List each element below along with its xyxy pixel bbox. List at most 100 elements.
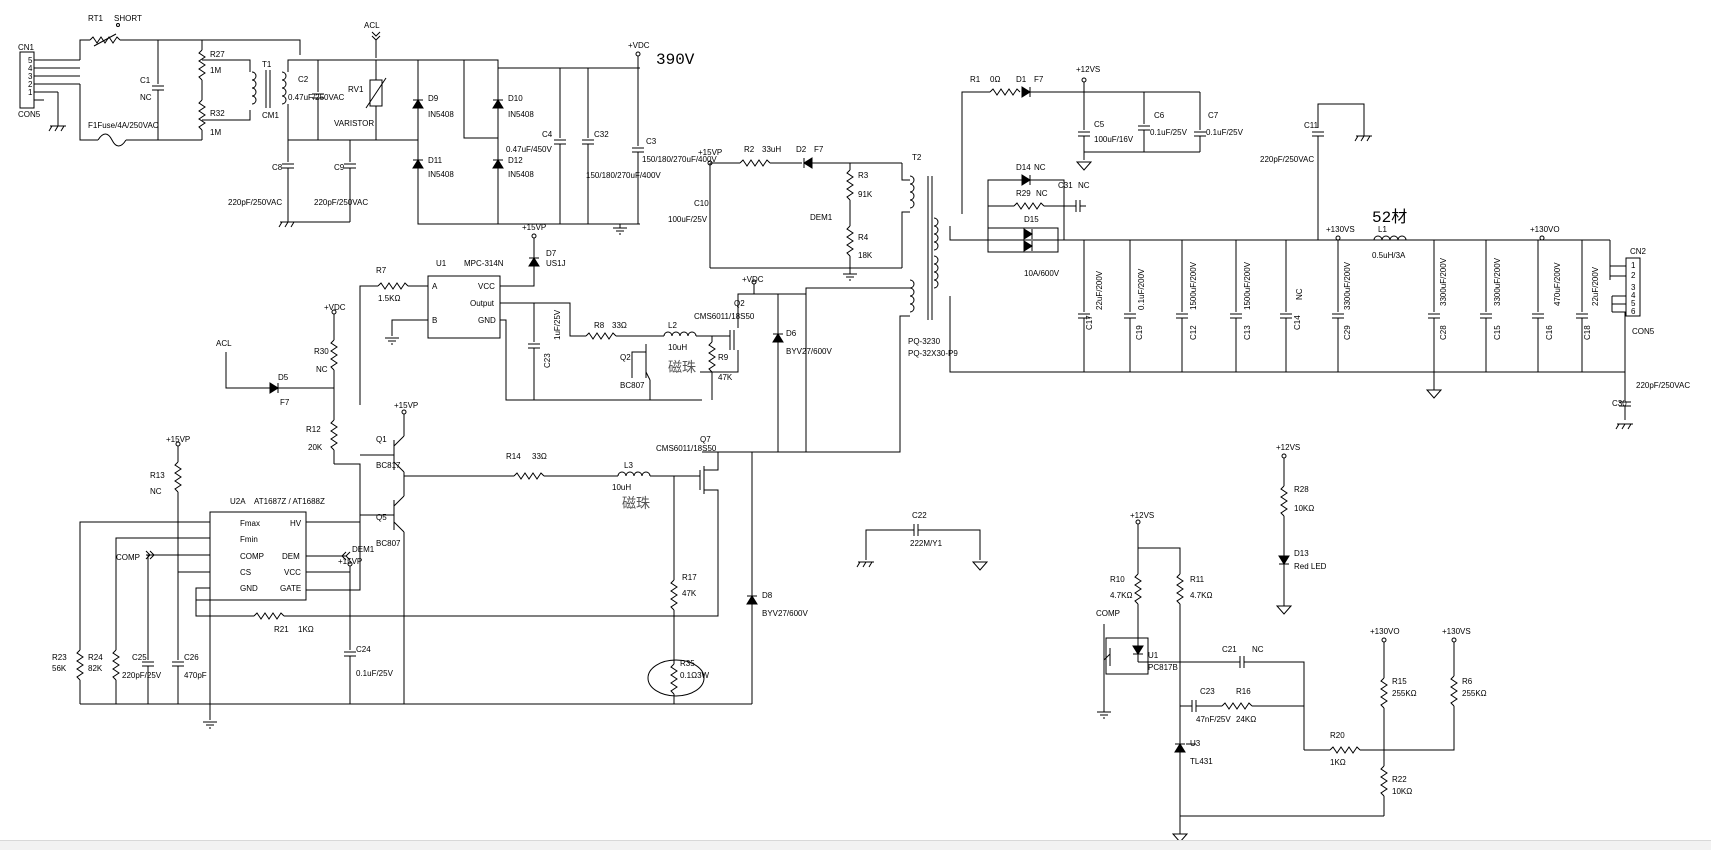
l2-value: 10uH — [668, 343, 687, 352]
c12-value: 1500uF/200V — [1189, 261, 1198, 310]
t2-label: T2 — [912, 153, 922, 162]
r27-label: R27 — [210, 50, 225, 59]
vdc3-label: +VDC — [324, 303, 346, 312]
r27-value: 1M — [210, 66, 221, 75]
rectifier-d15-network: D14 NC R29 NC C31 NC D15 10A/600V — [987, 163, 1090, 278]
d11-value: IN5408 — [428, 170, 454, 179]
l3-value: 10uH — [612, 483, 631, 492]
d10-label: D10 — [508, 94, 523, 103]
bridge-rectifier: D9 IN5408 D10 IN5408 D11 IN5408 D12 IN54… — [380, 59, 534, 225]
c28-value: 3300uF/200V — [1439, 257, 1448, 306]
r10-label: R10 — [1110, 575, 1125, 584]
d10-value: IN5408 — [508, 110, 534, 119]
pq1-label: PQ-3230 — [908, 337, 941, 346]
u1-pin-gnd: GND — [478, 316, 496, 325]
c31-value: NC — [1078, 181, 1090, 190]
svg-text:3: 3 — [1631, 283, 1636, 292]
c10-label: C10 — [694, 199, 709, 208]
c23-value: 1uF/25V — [553, 309, 562, 340]
d2-label: D2 — [796, 145, 807, 154]
p12vs2-label: +12VS — [1276, 443, 1300, 452]
d5-value: F7 — [280, 398, 290, 407]
p15vp2-label: +15VP — [522, 223, 546, 232]
r11-value: 4.7KΩ — [1190, 591, 1212, 600]
d8-label: D8 — [762, 591, 773, 600]
startup-network: +VDC R30 NC ACL D5 F7 R12 20K — [216, 303, 361, 540]
status-bar — [0, 840, 1711, 850]
d7-label: D7 — [546, 249, 557, 258]
cn2-label: CN2 — [1630, 247, 1647, 256]
l1-label: L1 — [1378, 225, 1387, 234]
r14-label: R14 — [506, 452, 521, 461]
c2-value: 0.47uF/250VAC — [288, 93, 345, 102]
pq2-label: PQ-32X30-P9 — [908, 349, 958, 358]
u1-pin-vcc: VCC — [478, 282, 495, 291]
r14-value: 33Ω — [532, 452, 547, 461]
cn1-label: CN1 — [18, 43, 35, 52]
feedback-loop: +12VS R10 4.7KΩ R11 4.7KΩ COMP U1 PC817B… — [1096, 511, 1384, 843]
c13-value: 1500uF/200V — [1243, 261, 1252, 310]
d9-value: IN5408 — [428, 110, 454, 119]
c3-label: C3 — [646, 137, 657, 146]
c23-label: C23 — [543, 353, 552, 368]
f7-label-d2: F7 — [814, 145, 824, 154]
voltage-divider: +130VO R15 255KΩ +130VS R6 255KΩ R22 10K… — [1180, 627, 1487, 817]
r15-value: 255KΩ — [1392, 689, 1417, 698]
u2-pin-fmin: Fmin — [240, 535, 258, 544]
c22-label: C22 — [912, 511, 927, 520]
short-label: SHORT — [114, 14, 142, 23]
c4-label: C4 — [542, 130, 553, 139]
transformer-t2: T2 PQ-3230 PQ-32X30-P9 — [702, 153, 1625, 453]
q2b-label: Q2 — [734, 299, 745, 308]
r11-label: R11 — [1190, 575, 1205, 584]
c32-label: C32 — [594, 130, 609, 139]
svg-text:2: 2 — [1631, 271, 1636, 280]
d6-value: BYV27/600V — [786, 347, 832, 356]
r29-label: R29 — [1016, 189, 1031, 198]
common-mode-choke-t1: T1 CM1 C2 0.47uF/250VAC — [251, 59, 380, 141]
u1opt-label: U1 — [1148, 651, 1159, 660]
c19-value: 0.1uF/200V — [1137, 268, 1146, 310]
q1-value: BC817 — [376, 461, 401, 470]
svg-text:1: 1 — [28, 88, 33, 97]
r13-label: R13 — [150, 471, 165, 480]
r28-label: R28 — [1294, 485, 1309, 494]
c26-label: C26 — [184, 653, 199, 662]
r21-label: R21 — [274, 625, 289, 634]
c29-value: 3300uF/200V — [1343, 261, 1352, 310]
r3-value: 91K — [858, 190, 873, 199]
d13-value: Red LED — [1294, 562, 1327, 571]
con5a-label: CON5 — [18, 110, 41, 119]
c12-label: C12 — [1189, 325, 1198, 340]
r32-label: R32 — [210, 109, 225, 118]
mosfet-q7: Q7 CMS6011/18S50 R17 47K D8 BYV27/600V R… — [647, 435, 808, 704]
c30-label: C30 — [1612, 399, 1627, 408]
con5b-label: CON5 — [1632, 327, 1655, 336]
u2a-label: U2A — [230, 497, 246, 506]
c10-value: 100uF/25V — [668, 215, 708, 224]
varistor-rv1: RV1 VARISTOR ACL — [334, 21, 387, 140]
r9-value: 47K — [718, 373, 733, 382]
r8-value: 33Ω — [612, 321, 627, 330]
q5-label: Q5 — [376, 513, 387, 522]
c5-value: 100uF/16V — [1094, 135, 1134, 144]
svg-text:6: 6 — [1631, 307, 1636, 316]
c6-label: C6 — [1154, 111, 1165, 120]
u2-pin-comp: COMP — [240, 552, 264, 561]
r24-value: 82K — [88, 664, 103, 673]
c11-label: C11 — [1304, 121, 1319, 130]
r22-value: 10KΩ — [1392, 787, 1412, 796]
c17-value: 22uF/200V — [1095, 270, 1104, 310]
dem1-label: DEM1 — [810, 213, 833, 222]
r28-value: 10KΩ — [1294, 504, 1314, 513]
mosfet-q2: +VDC Q2 CMS6011/18S50 R9 47K D6 BYV27/60… — [694, 275, 832, 452]
r15-label: R15 — [1392, 677, 1407, 686]
q2b-value: CMS6011/18S50 — [694, 312, 755, 321]
vdc1-label: +VDC — [628, 41, 650, 50]
svg-text:1: 1 — [1631, 261, 1636, 270]
u1-pin-b: B — [432, 316, 437, 325]
r17-value: 47K — [682, 589, 697, 598]
r1-value: 0Ω — [990, 75, 1000, 84]
u2-pin-dem: DEM — [282, 552, 300, 561]
u2-pin-vcc: VCC — [284, 568, 301, 577]
